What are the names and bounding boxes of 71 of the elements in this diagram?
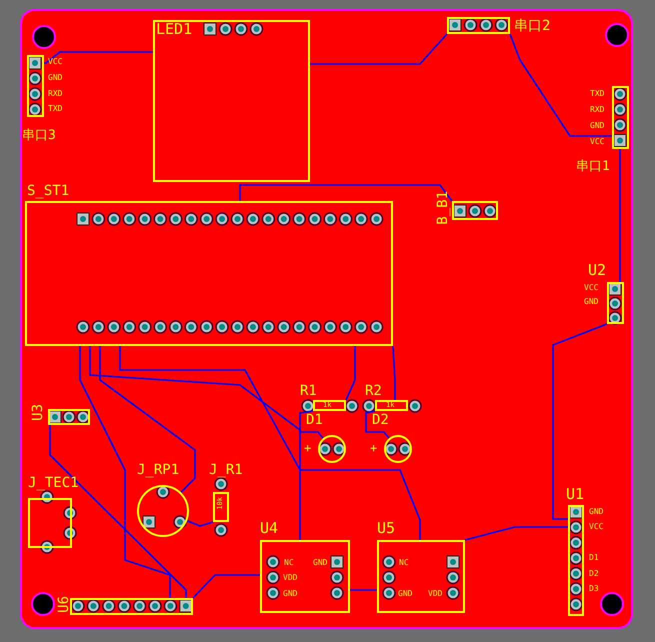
circuit-trace [44,51,153,64]
circuit-trace [392,346,396,400]
designator-label: U3 [31,404,45,421]
designator-label: J_RP1 [137,463,180,477]
sensor-footprint [583,262,625,325]
resistor-footprint [299,383,347,412]
designator-label: R2 [365,384,382,398]
designator-label: J_R1 [209,463,243,477]
designator-label: S_ST1 [27,184,70,198]
pin-label: NC [284,559,294,567]
pin-label: GND [590,122,604,130]
designator-label: 串口3 [22,129,56,142]
designator-label: U2 [588,263,606,278]
pin-label: RXD [590,106,604,114]
pin-label: VCC [584,284,598,292]
connector-footprint [56,595,194,616]
circuit-trace [365,410,390,439]
circuit-trace [552,323,608,520]
designator-label: D2 [372,413,389,427]
designator-label: U4 [260,521,278,536]
circuit-trace [345,346,356,400]
designator-label: 串口2 [514,19,550,33]
designator-label: U6 [57,596,71,613]
led-footprint [369,412,413,464]
circuit-trace [350,589,377,591]
pin-label: RXD [48,90,62,98]
circuit-trace [509,34,612,137]
designator-label: U1 [566,487,584,502]
pin-label: VCC [48,58,62,66]
circuit-trace [119,346,421,540]
circuit-trace [79,346,171,598]
potentiometer-footprint [136,462,190,538]
resistor-footprint [364,383,409,412]
pin-label: VCC [589,523,604,531]
designator-label: U5 [377,521,396,536]
circuit-trace [99,346,196,493]
circuit-trace [619,149,621,282]
pin-label: GND [313,559,328,567]
pin-label: VDD [428,590,442,598]
designator-label: 串口1 [576,160,610,173]
circuit-trace [239,184,453,202]
pin-label: TXD [48,105,62,113]
pin-label: VDD [283,574,298,582]
circuit-trace [186,520,214,527]
circuit-trace [49,425,187,598]
pin-label: TXD [590,90,604,98]
pin-label: D1 [589,554,599,562]
circuit-trace [299,410,324,439]
pin-label: D2 [589,570,599,578]
sensor-module-footprint [259,520,351,614]
designator-label: R1 [300,384,317,398]
pin-label: D3 [589,585,599,593]
pin-label: GND [398,590,412,598]
polarity-mark: + [304,442,312,454]
pin-label: GND [283,590,298,598]
pin-label: NC [399,559,409,567]
designator-label: J_TEC1 [28,476,79,490]
pin-label: VCC [590,138,604,146]
led-footprint [303,412,347,464]
polarity-mark: + [370,442,378,454]
pin-label: GND [589,508,604,516]
circuit-trace [310,33,448,65]
sensor-module-footprint [376,520,466,614]
designator-label: B_B1 [436,191,450,225]
circuit-trace [89,346,301,540]
sensor-footprint [30,403,91,426]
circuit-trace [192,574,260,599]
pin-label: GND [584,298,598,306]
designator-label: D1 [306,413,323,427]
circuit-trace [464,526,568,541]
pin-label: GND [48,74,62,82]
